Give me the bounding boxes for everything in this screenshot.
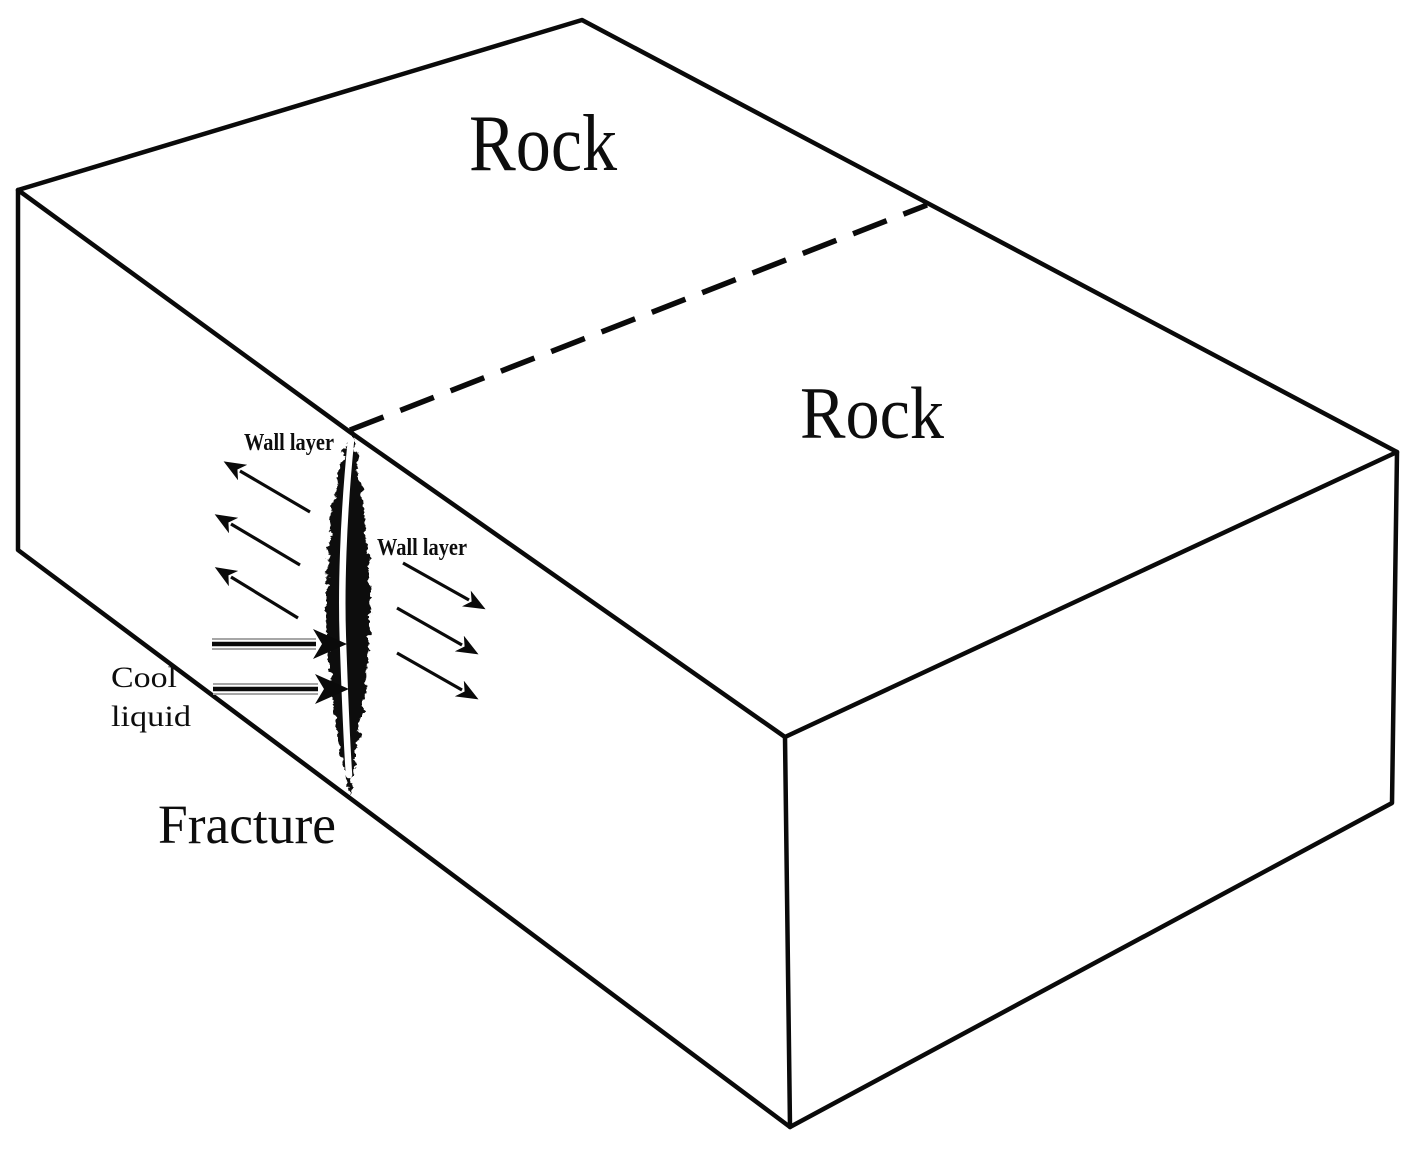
rock-block-outline bbox=[15, 17, 1400, 1130]
rock-label-right: Rock bbox=[800, 373, 944, 455]
flow-arrow bbox=[396, 651, 479, 700]
box-top-front-edges bbox=[15, 187, 1400, 740]
wall-layer-label-left: Wall layer bbox=[244, 430, 334, 456]
flow-arrow bbox=[214, 567, 299, 620]
box-front-vertical-edge bbox=[782, 734, 793, 1130]
cool-liquid-label-line2: liquid bbox=[111, 700, 191, 733]
cool-liquid-label-line1: Cool bbox=[111, 661, 177, 694]
box-outer-hull bbox=[15, 17, 1400, 1130]
rock-label-top: Rock bbox=[469, 100, 617, 188]
flow-arrow bbox=[214, 514, 301, 567]
wall-layer-arrows-right bbox=[396, 561, 486, 700]
flow-arrow bbox=[402, 561, 486, 610]
fracture-label: Fracture bbox=[158, 794, 336, 855]
wall-layer-label-right: Wall layer bbox=[377, 535, 467, 561]
cool-liquid-arrows bbox=[212, 629, 349, 704]
fracture-ellipse-body bbox=[325, 428, 371, 796]
fracture-trace-dashed-line bbox=[349, 202, 928, 433]
wall-layer-arrows-left bbox=[214, 461, 311, 620]
fracture-ellipse bbox=[325, 428, 371, 796]
flow-arrow bbox=[396, 606, 479, 655]
flow-arrow bbox=[223, 461, 311, 514]
